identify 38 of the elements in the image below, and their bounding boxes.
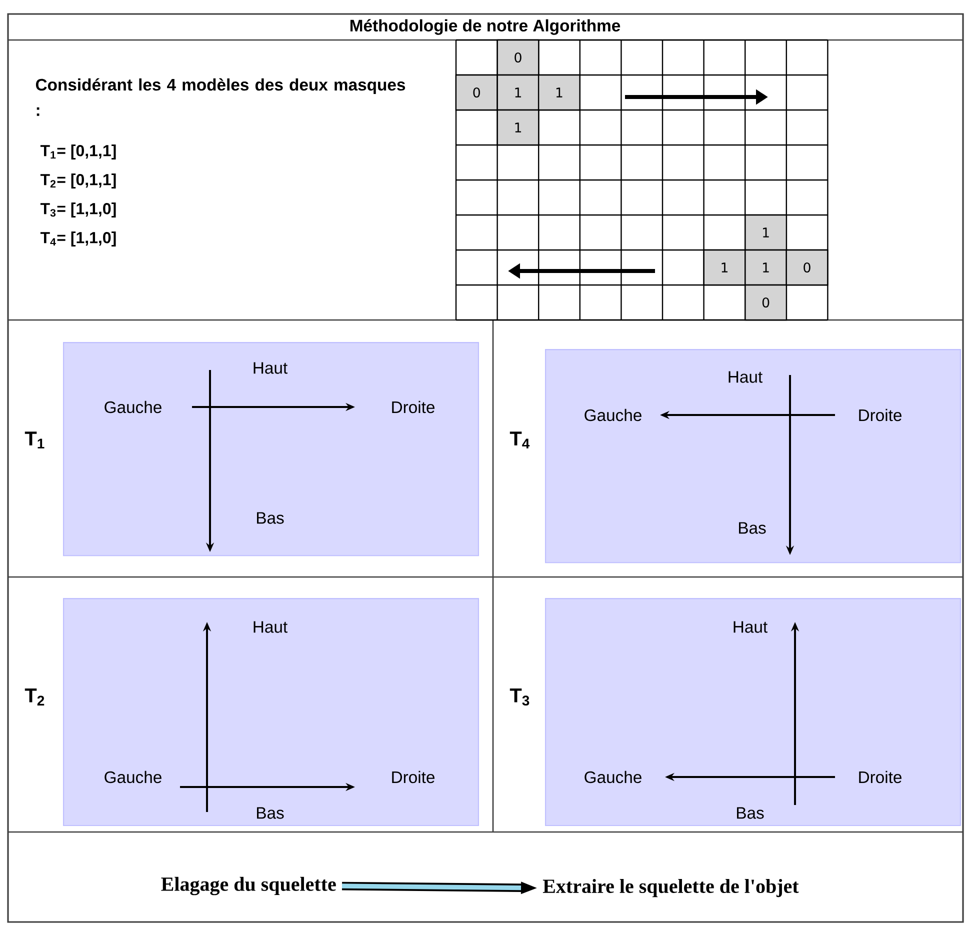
direction-label: Gauche (104, 400, 162, 414)
template-formula: T$_{3}$= [1,1,0] (40, 202, 116, 218)
template-formula: T$_{2}$= [0,1,1] (40, 174, 116, 188)
grid-cell: 0 (455, 74, 498, 111)
step-text: Extraire le squelette de l'objet (542, 878, 799, 898)
grid-cell: 0 (496, 39, 540, 76)
direction-label: Bas (257, 807, 284, 819)
panel-label: T$_{1}$ (24, 432, 44, 448)
direction-label: Haut (254, 362, 288, 374)
direction-label: Bas (257, 512, 284, 524)
title: Méthodologie de notre Algorithme (350, 19, 620, 35)
grid-cell: 0 (786, 249, 828, 286)
direction-label: Haut (254, 621, 288, 633)
template-formula: T$_{4}$= [1,1,0] (40, 232, 116, 246)
grid-cell: 1 (496, 109, 540, 146)
grid-cell: 1 (744, 214, 788, 251)
grid-cell: 1 (703, 249, 746, 286)
grid-cell: 1 (538, 74, 580, 111)
grid-cell: 1 (744, 249, 788, 286)
grid-cell: 1 (496, 74, 540, 111)
direction-label: Droite (392, 400, 434, 414)
template-formula: T$_{1}$= [0,1,1] (40, 144, 116, 160)
direction-label: Droite (392, 770, 434, 784)
direction-label: Bas (739, 522, 766, 534)
direction-label: Droite (859, 770, 902, 784)
step-text: Elagage du squelette (161, 876, 336, 896)
panel-label: T$_{2}$ (24, 688, 44, 706)
direction-label: Gauche (104, 770, 162, 784)
direction-label: Gauche (584, 770, 642, 784)
direction-label: Gauche (584, 408, 642, 422)
panel-label: T$_{4}$ (510, 432, 530, 448)
panel-label: T$_{3}$ (510, 688, 530, 706)
direction-label: Droite (859, 408, 902, 422)
description-text: Considérant les 4 modèles des deux masques : (36, 78, 406, 116)
direction-label: Bas (737, 807, 764, 819)
grid-cell: 0 (744, 284, 788, 321)
direction-label: Haut (734, 621, 768, 633)
direction-label: Haut (728, 371, 762, 383)
